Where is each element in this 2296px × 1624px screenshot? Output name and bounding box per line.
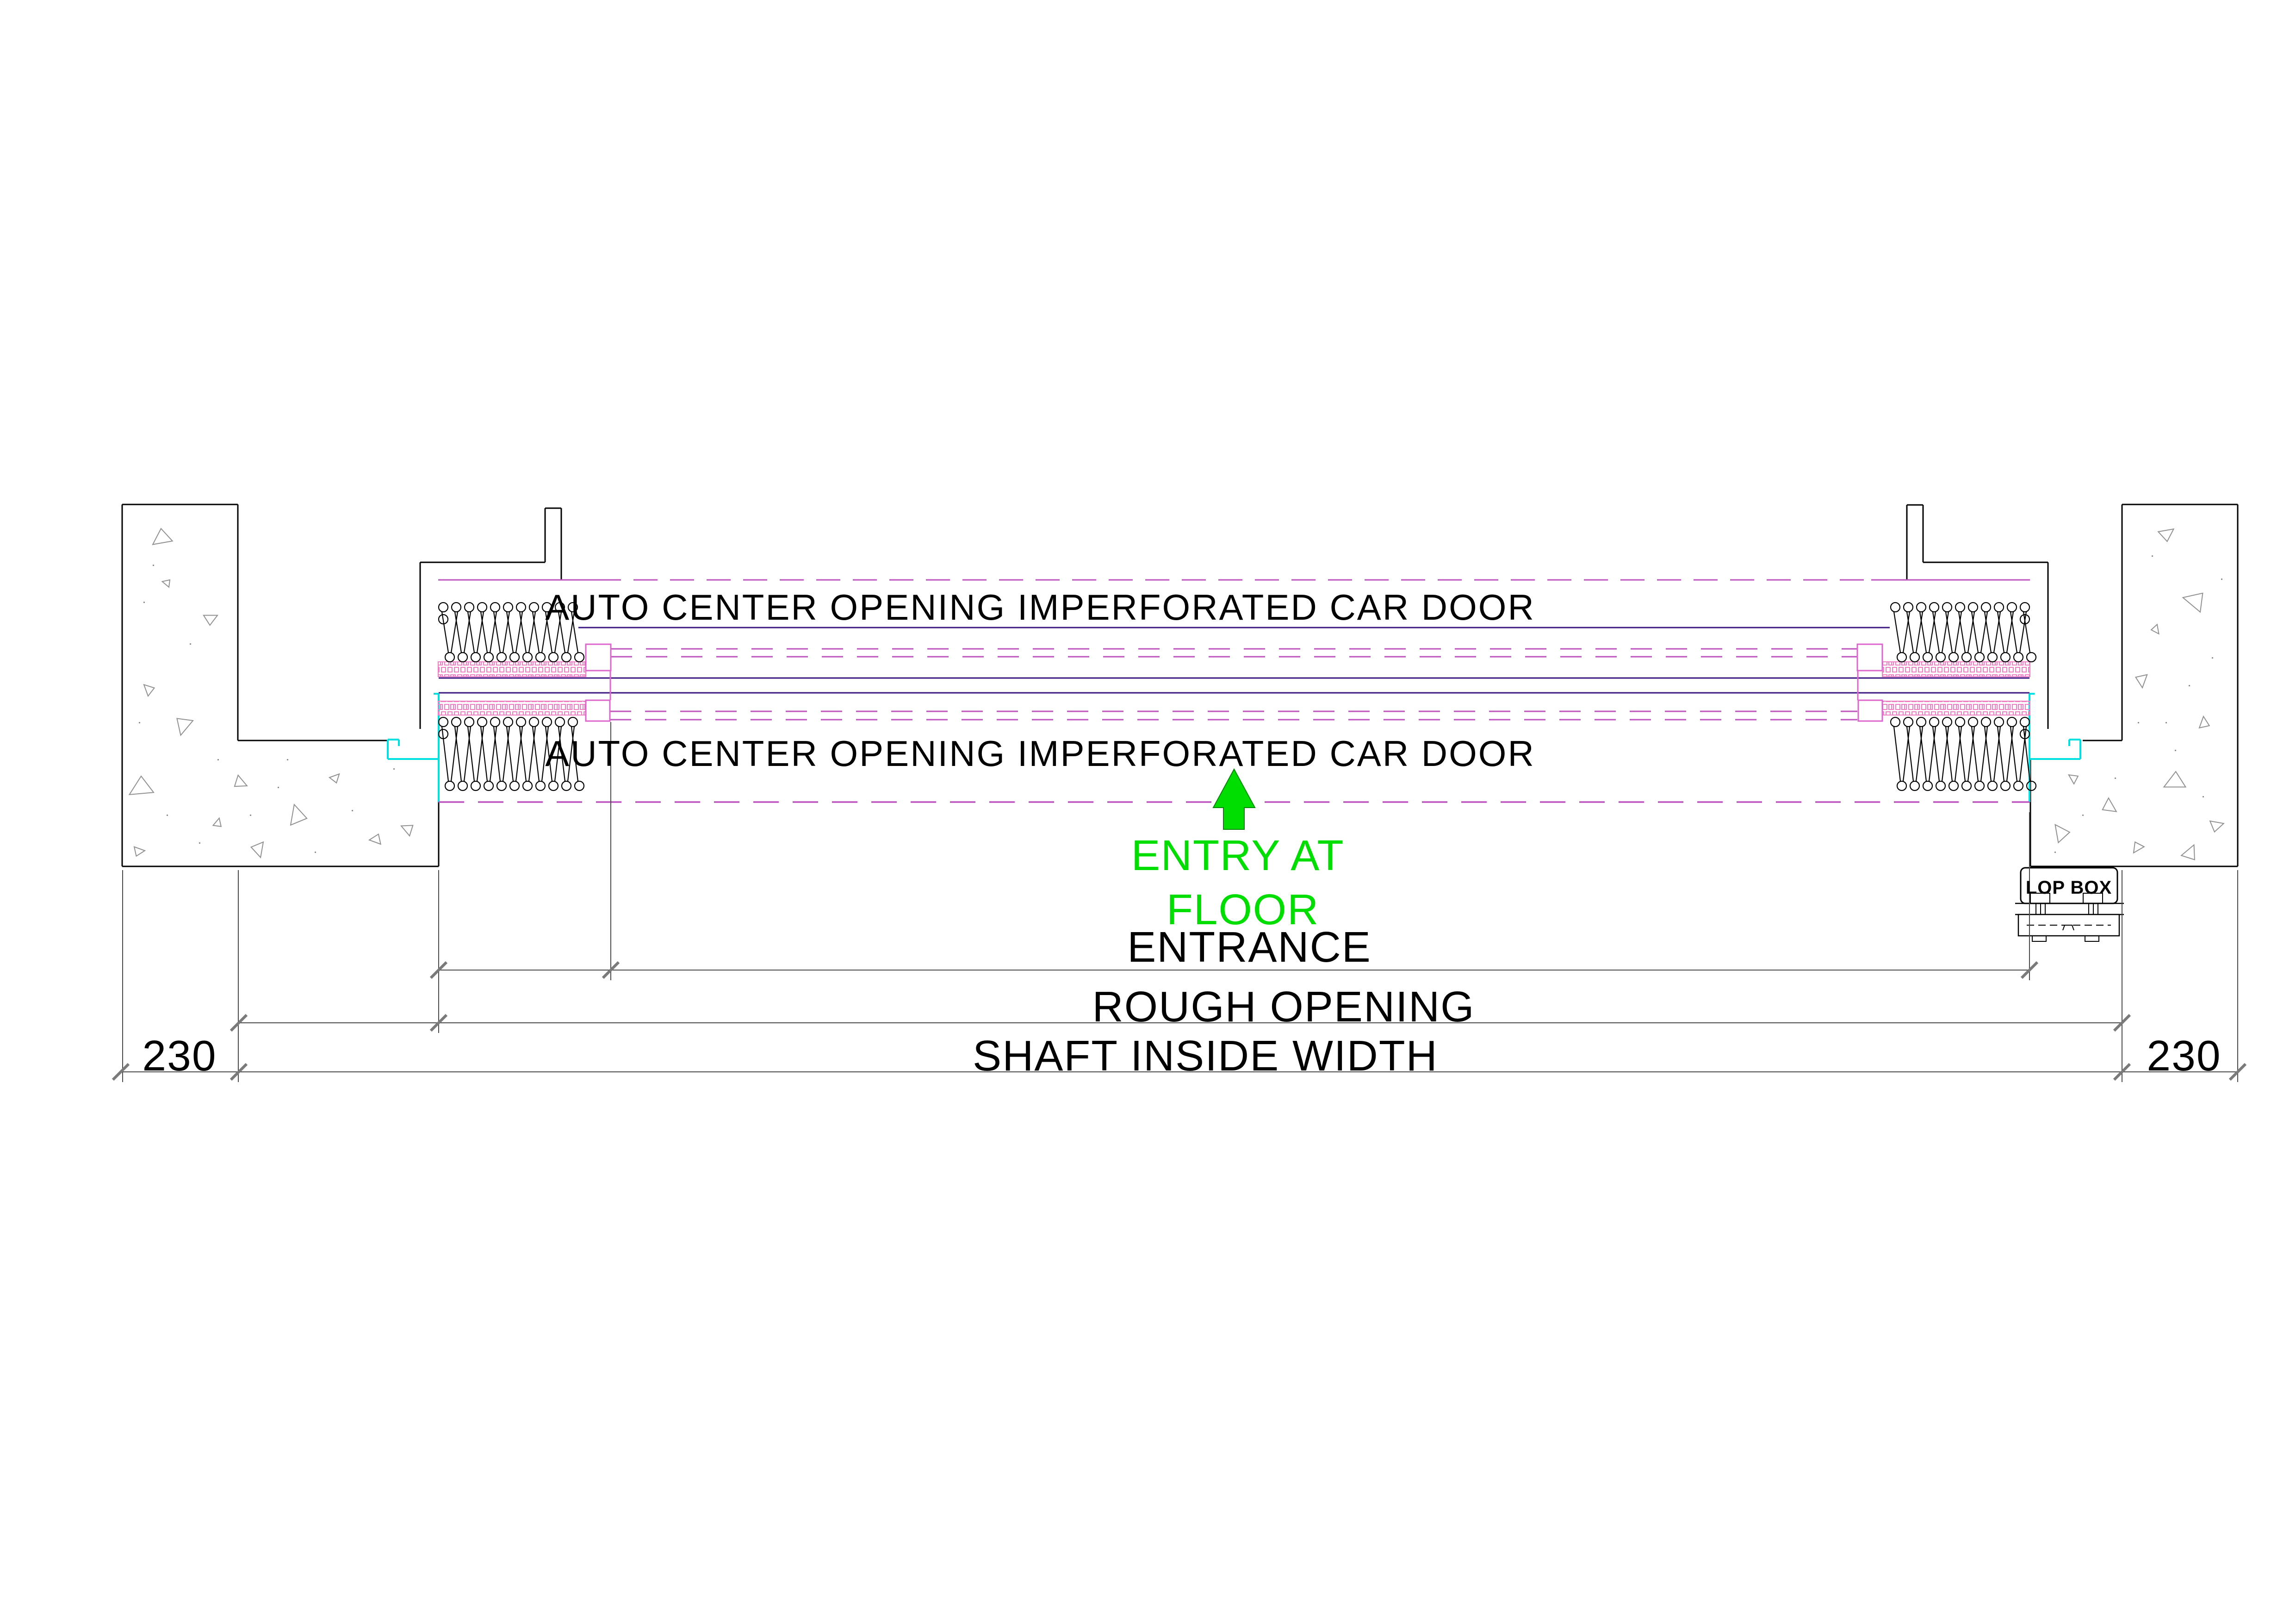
entrance-label: ENTRANCE — [1127, 923, 1371, 971]
floor-label: FLOOR — [1166, 885, 1320, 933]
wall-thickness-left-label: 230 — [142, 1032, 217, 1080]
wall-thickness-right-label: 230 — [2147, 1032, 2222, 1080]
entry-at-label: ENTRY AT — [1131, 831, 1345, 879]
rough-opening-label: ROUGH OPENING — [1092, 983, 1475, 1031]
entry-arrow-icon — [1212, 768, 1256, 830]
car-door-label-top: AUTO CENTER OPENING IMPERFORATED CAR DOO… — [545, 587, 1535, 628]
car-door-label-bottom: AUTO CENTER OPENING IMPERFORATED CAR DOO… — [545, 733, 1535, 774]
lop-box-label: LOP BOX — [2025, 877, 2112, 898]
entry-arrow-shape — [1212, 768, 1256, 830]
shaft-inside-width-label: SHAFT INSIDE WIDTH — [973, 1032, 1438, 1080]
